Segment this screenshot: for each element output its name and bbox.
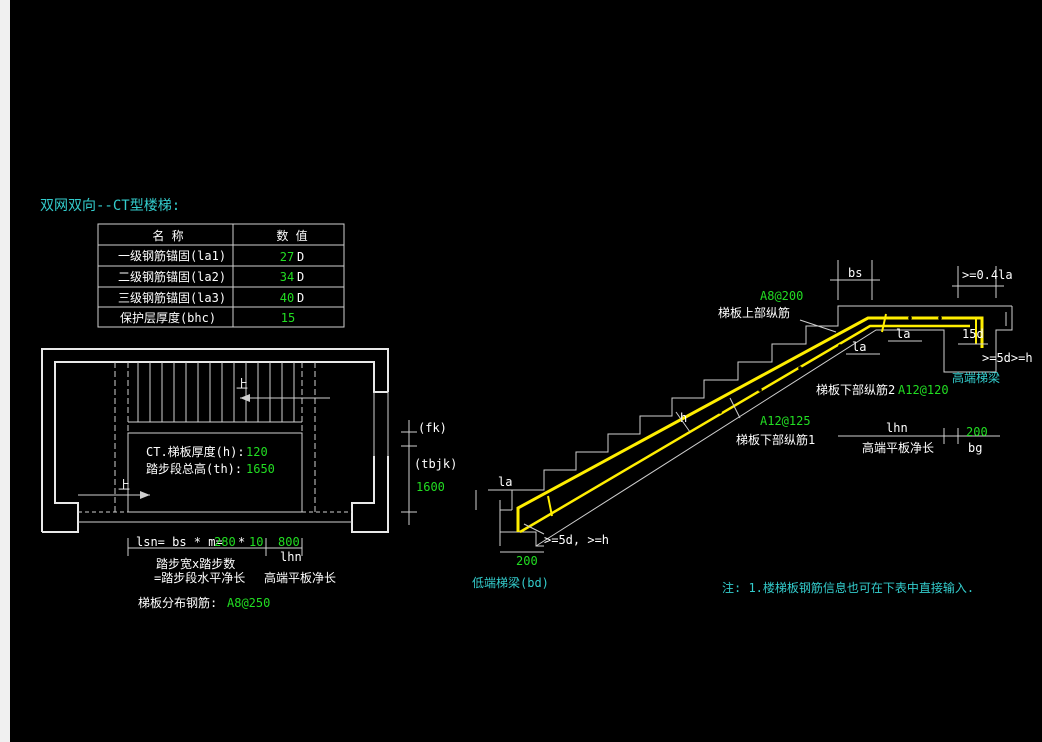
la-low-label: la — [498, 475, 512, 489]
ge-04la-label: >=0.4la — [962, 268, 1013, 282]
lhn-section-label: lhn — [886, 421, 908, 435]
high-beam-outline — [943, 306, 1013, 373]
thickness-value[interactable]: 120 — [246, 445, 268, 459]
slab-soffit — [535, 329, 945, 547]
distribution-bar-dots — [558, 316, 942, 502]
window-left-edge — [0, 0, 10, 742]
step-profile — [511, 305, 1012, 510]
thickness-h-label: h — [680, 411, 687, 425]
low-beam-outline — [499, 509, 544, 547]
bottom-rebar-1-label: 梯板下部纵筋1 — [736, 432, 815, 447]
bg-label: bg — [968, 441, 982, 455]
lhn-label: lhn — [280, 550, 302, 564]
15d-label: 15d — [962, 327, 984, 341]
bs-label: bs — [848, 266, 862, 280]
lhn-value[interactable]: 800 — [278, 535, 300, 549]
dim-200-left[interactable]: 200 — [516, 554, 538, 568]
up-label: 上 — [118, 478, 130, 492]
ge-5d-low-label: >=5d, >=h — [544, 533, 609, 547]
table-row-value[interactable]: 40 — [280, 291, 294, 305]
distribution-value[interactable]: A8@250 — [227, 596, 270, 610]
high-plate-label: 高端平板净长 — [264, 570, 336, 585]
table-row-value[interactable]: 27 — [280, 250, 294, 264]
top-rebar-label: 梯板上部纵筋 — [718, 305, 790, 320]
table-row-value[interactable]: 15 — [281, 311, 295, 325]
bs-value[interactable]: 280 — [214, 535, 236, 549]
bottom-rebar-1-spec[interactable]: A12@125 — [760, 414, 811, 428]
bottom-rebar-2 — [519, 324, 970, 534]
high-beam-label: 高端梯梁 — [952, 370, 1000, 385]
table-row-unit: D — [297, 250, 304, 264]
lhn-desc: 高端平板净长 — [862, 440, 934, 455]
up-label: 上 — [236, 377, 248, 391]
table-row-name: 保护层厚度(bhc) — [120, 310, 216, 325]
table-row-value[interactable]: 34 — [280, 270, 294, 284]
table-row-name: 二级钢筋锚固(la2) — [118, 269, 226, 284]
height-label: 踏步段总高(th): — [146, 461, 242, 476]
table-row-unit: D — [297, 291, 304, 305]
parameter-table: 名 称 数 值 一级钢筋锚固(la1) 27 D 二级钢筋锚固(la2) 34 … — [97, 223, 345, 328]
step-desc-2: =踏步段水平净长 — [154, 570, 245, 585]
fk-label: (fk) — [418, 421, 447, 435]
thickness-label: CT.梯板厚度(h): — [146, 444, 245, 459]
up-arrow-head-icon — [240, 394, 250, 402]
stair-section-view: bs >=0.4la A8@200 梯板上部纵筋 la la 15d >=5d>… — [472, 260, 1033, 595]
table-header-value: 数 值 — [276, 228, 307, 243]
ge-5d-label: >=5d>=h — [982, 351, 1033, 365]
lsn-label: lsn= bs * m= — [136, 535, 223, 549]
top-longitudinal-rebar — [516, 316, 984, 532]
drawing-title: 双网双向--CT型楼梯: — [40, 198, 180, 214]
la-top-label-2: la — [852, 340, 866, 354]
top-rebar-spec[interactable]: A8@200 — [760, 289, 803, 303]
height-value[interactable]: 1650 — [246, 462, 275, 476]
distribution-label: 梯板分布钢筋: — [138, 595, 217, 610]
dim-200-right[interactable]: 200 — [966, 425, 988, 439]
m-value[interactable]: 10 — [249, 535, 263, 549]
table-header-name: 名 称 — [152, 228, 183, 243]
table-row-unit: D — [297, 270, 304, 284]
stair-plan-view: 上 上 CT.梯板厚度(h): 120 踏步段总高(th): 1650 (fk)… — [41, 348, 457, 610]
bottom-rebar-2-spec[interactable]: A12@120 — [898, 383, 949, 397]
bottom-rebar-2-label: 梯板下部纵筋2 — [816, 382, 895, 397]
up-arrow-head-icon — [140, 491, 150, 499]
low-beam-label: 低端梯梁(bd) — [472, 575, 549, 590]
note-text: 注: 1.楼梯板钢筋信息也可在下表中直接输入. — [722, 580, 974, 595]
tbjk-label: (tbjk) — [414, 457, 457, 471]
table-row-name: 一级钢筋锚固(la1) — [118, 248, 226, 263]
stair-treads — [137, 362, 295, 422]
step-desc: 踏步宽x踏步数 — [156, 556, 235, 571]
la-top-label: la — [896, 327, 910, 341]
table-row-name: 三级钢筋锚固(la3) — [118, 290, 226, 305]
tbjk-value[interactable]: 1600 — [416, 480, 445, 494]
multiply-sign: * — [238, 535, 245, 549]
